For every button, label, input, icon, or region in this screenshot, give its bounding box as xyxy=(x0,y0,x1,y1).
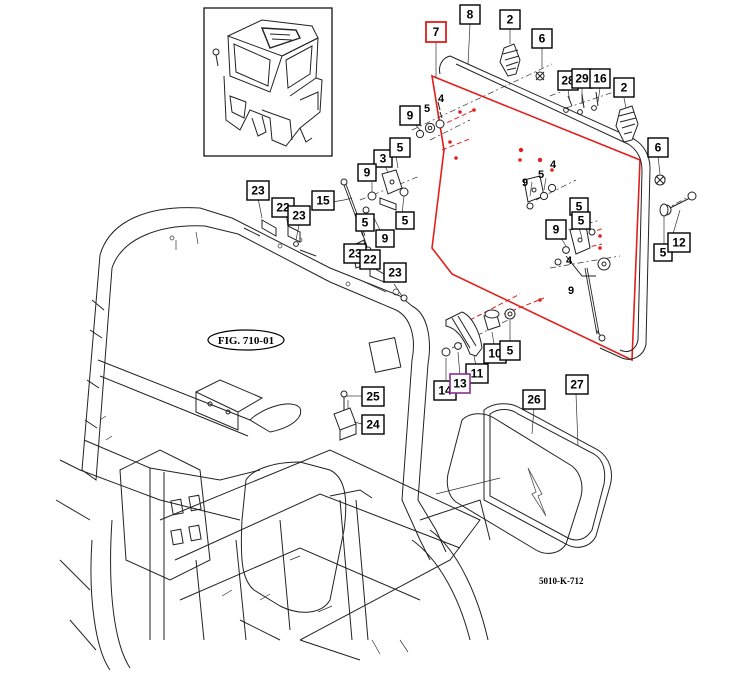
svg-text:27: 27 xyxy=(570,378,584,392)
svg-text:6: 6 xyxy=(655,141,662,155)
figure-reference-oval: FIG. 710-01 xyxy=(207,329,285,351)
label-4: 4 xyxy=(566,255,573,267)
svg-text:23: 23 xyxy=(388,266,402,280)
callout-5: 5 xyxy=(499,340,521,361)
svg-text:5: 5 xyxy=(660,246,667,260)
svg-text:9: 9 xyxy=(407,109,414,123)
callout-5: 5 xyxy=(389,137,411,158)
label-9: 9 xyxy=(568,285,574,297)
callout-9: 9 xyxy=(375,229,395,248)
callout-3: 3 xyxy=(373,149,393,168)
svg-text:7: 7 xyxy=(433,25,440,39)
label-5: 5 xyxy=(424,103,430,115)
callout-2: 2 xyxy=(499,9,521,30)
svg-text:26: 26 xyxy=(527,393,541,407)
door-seal-gasket xyxy=(439,55,651,360)
drawing-code: 5010-K-712 xyxy=(539,576,584,586)
callout-2: 2 xyxy=(613,77,635,98)
callout-13: 13 xyxy=(449,373,471,394)
rear-window-glass xyxy=(435,403,612,554)
svg-text:22: 22 xyxy=(276,201,290,215)
svg-text:25: 25 xyxy=(366,390,380,404)
svg-text:5: 5 xyxy=(507,344,514,358)
svg-text:5: 5 xyxy=(362,216,369,230)
svg-text:12: 12 xyxy=(672,236,686,250)
callout-labels: 7 8 2 6 28 29 16 2 9 3 5 9 5 15 5 9 23 2… xyxy=(246,4,691,435)
svg-text:29: 29 xyxy=(575,72,589,86)
svg-text:11: 11 xyxy=(471,367,484,381)
svg-text:9: 9 xyxy=(553,223,560,237)
callout-5: 5 xyxy=(355,213,375,232)
callout-12: 12 xyxy=(667,232,691,253)
callout-23: 23 xyxy=(383,262,407,283)
callout-8: 8 xyxy=(459,4,481,25)
callout-16: 16 xyxy=(589,68,611,89)
svg-text:6: 6 xyxy=(539,32,546,46)
svg-text:8: 8 xyxy=(467,8,474,22)
svg-text:24: 24 xyxy=(366,418,380,432)
callout-9: 9 xyxy=(399,105,421,126)
label-9: 9 xyxy=(522,177,528,189)
svg-text:23: 23 xyxy=(292,209,306,223)
callout-6: 6 xyxy=(531,28,553,49)
svg-text:16: 16 xyxy=(593,72,607,86)
small-part-labels: 5 4 9 5 4 4 9 xyxy=(424,93,574,297)
callout-5: 5 xyxy=(395,211,415,230)
callout-11: 11 xyxy=(465,363,489,384)
svg-text:10: 10 xyxy=(488,347,502,361)
svg-text:2: 2 xyxy=(621,81,628,95)
svg-text:5: 5 xyxy=(402,214,409,228)
callout-9: 9 xyxy=(357,163,377,182)
label-5: 5 xyxy=(538,169,544,181)
svg-text:15: 15 xyxy=(316,194,330,208)
callout-14: 14 xyxy=(433,380,457,401)
svg-text:13: 13 xyxy=(453,377,467,391)
svg-text:14: 14 xyxy=(438,384,452,398)
svg-text:5: 5 xyxy=(578,214,585,228)
svg-text:22: 22 xyxy=(363,253,377,267)
cab-inset-thumbnail xyxy=(203,7,333,157)
svg-text:9: 9 xyxy=(382,232,389,246)
callout-15: 15 xyxy=(311,190,335,211)
svg-text:5: 5 xyxy=(576,200,583,214)
callout-5: 5 xyxy=(571,211,591,230)
callout-9: 9 xyxy=(545,219,567,240)
svg-text:FIG. 710-01: FIG. 710-01 xyxy=(218,335,274,347)
cab-frame-structure xyxy=(55,207,491,671)
callout-27: 27 xyxy=(565,374,589,395)
label-4: 4 xyxy=(438,93,445,105)
svg-text:5010-K-712: 5010-K-712 xyxy=(539,576,584,586)
callout-23: 23 xyxy=(246,180,270,201)
callout-24: 24 xyxy=(361,414,385,435)
callout-26: 26 xyxy=(522,389,546,410)
label-4: 4 xyxy=(550,159,557,171)
svg-text:9: 9 xyxy=(364,166,371,180)
svg-text:5: 5 xyxy=(397,141,404,155)
svg-text:23: 23 xyxy=(251,184,265,198)
callout-29: 29 xyxy=(571,68,593,89)
callout-6: 6 xyxy=(647,137,669,158)
callout-25: 25 xyxy=(361,386,385,407)
callout-22: 22 xyxy=(359,249,381,270)
svg-text:3: 3 xyxy=(380,152,387,166)
callout-23: 23 xyxy=(287,205,311,226)
svg-text:2: 2 xyxy=(507,13,514,27)
svg-text:23: 23 xyxy=(348,247,362,261)
callout-7: 7 xyxy=(425,21,447,43)
